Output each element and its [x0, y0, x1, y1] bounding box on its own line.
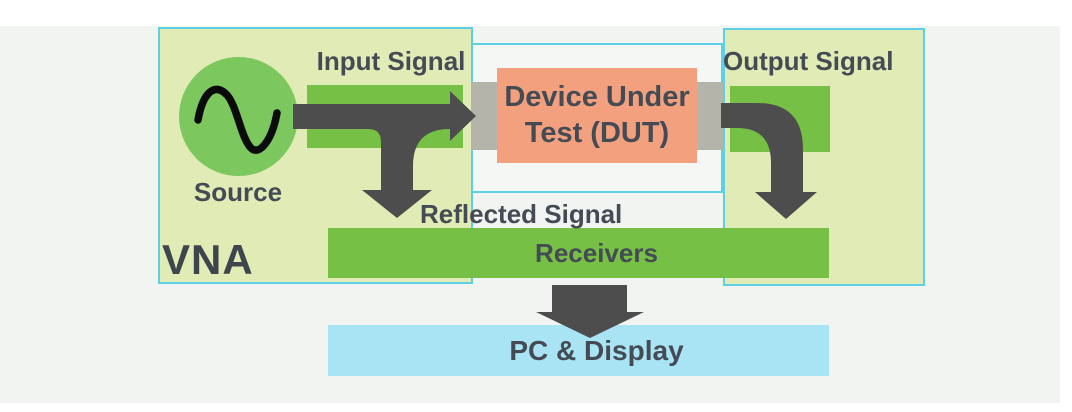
reflected-signal-label: Reflected Signal	[420, 199, 623, 229]
receivers-label: Receivers	[535, 237, 658, 268]
dut-block: Device Under Test (DUT)	[497, 68, 697, 163]
output-signal-label: Output Signal	[723, 46, 894, 76]
input-signal-bus	[307, 85, 463, 148]
receivers-block: Receivers	[328, 228, 829, 278]
input-signal-label: Input Signal	[316, 46, 466, 76]
source-label: Source	[193, 177, 283, 207]
dut-right-connector	[697, 82, 723, 150]
output-signal-bus	[730, 86, 830, 152]
dut-left-connector	[471, 82, 498, 150]
source-icon	[179, 57, 298, 176]
vna-label: VNA	[162, 236, 254, 283]
pc-display-label: PC & Display	[509, 334, 684, 366]
pc-display-block: PC & Display	[328, 325, 829, 376]
dut-label: Device Under Test (DUT)	[504, 81, 690, 149]
